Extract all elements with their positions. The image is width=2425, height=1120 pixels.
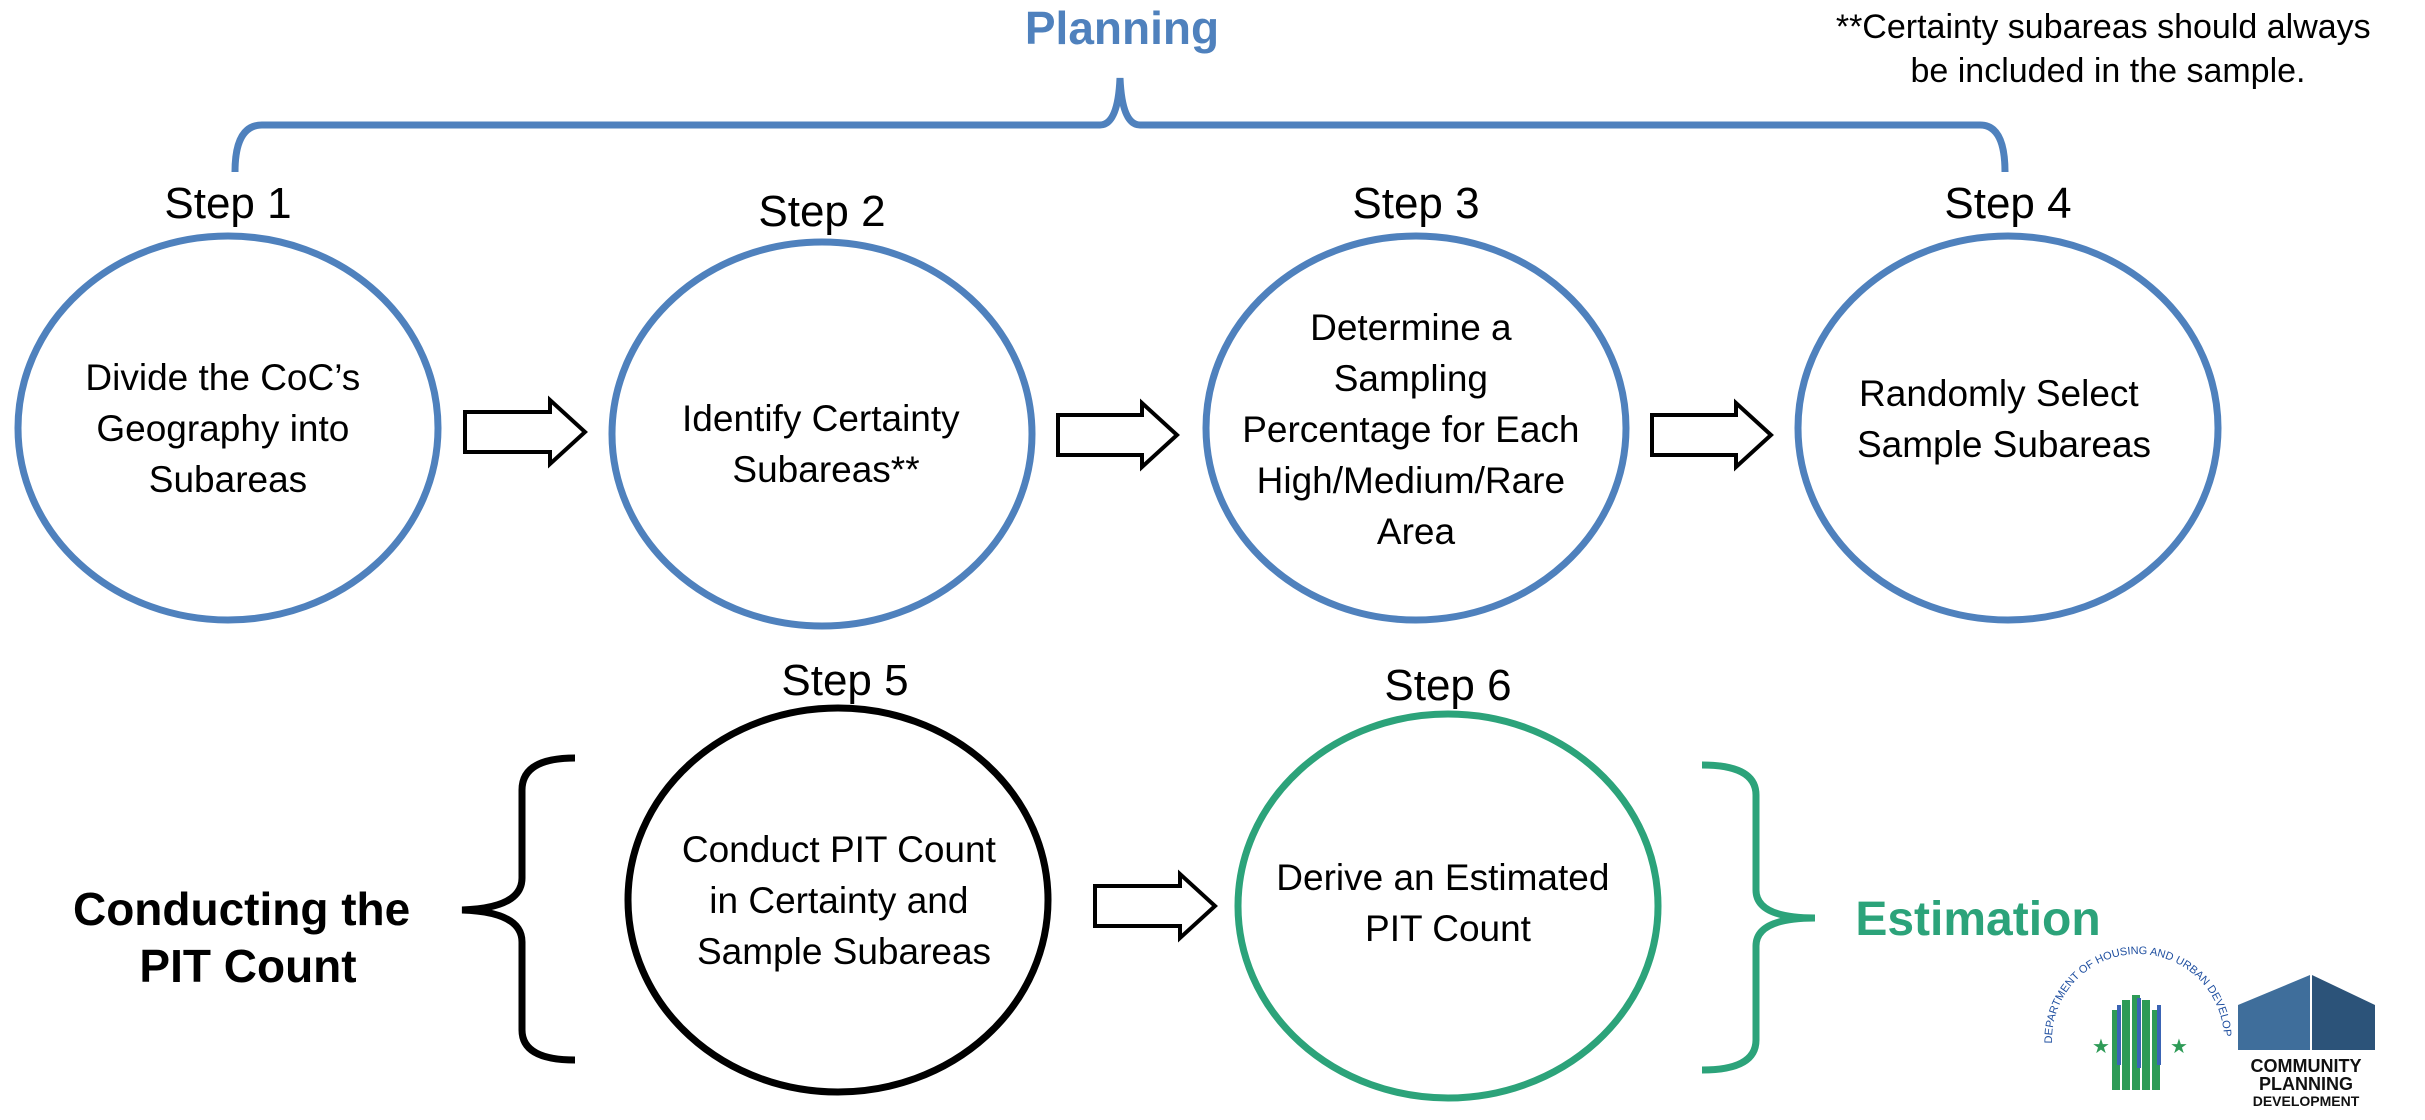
certainty-note: **Certainty subareas should always be in… [1836, 8, 2380, 90]
svg-text:DEVELOPMENT: DEVELOPMENT [2253, 1093, 2360, 1109]
estimation-phase-label: Estimation [1855, 893, 2100, 946]
step-6-label: Step 6 [1384, 661, 1511, 710]
step-1-circle [14, 232, 442, 624]
step-3-text: Determine a Sampling Percentage for Each… [1242, 307, 1590, 552]
step-3-circle [1202, 232, 1630, 624]
planning-phase-title: Planning [1025, 2, 1219, 54]
arrow-step1-to-step2 [463, 395, 588, 469]
step-5-text: Conduct PIT Count in Certainty and Sampl… [682, 829, 1006, 972]
cpd-logo: COMMUNITY PLANNING DEVELOPMENT [2238, 975, 2375, 1109]
conducting-curly-brace [461, 754, 576, 1064]
planning-curly-brace [231, 77, 2009, 173]
svg-text:PLANNING: PLANNING [2259, 1074, 2353, 1094]
conducting-phase-label: Conducting the PIT Count [73, 883, 423, 992]
arrow-step2-to-step3 [1056, 398, 1180, 472]
arrow-step3-to-step4 [1650, 398, 1774, 472]
svg-text:COMMUNITY: COMMUNITY [2251, 1056, 2362, 1076]
step-4-text: Randomly Select Sample Subareas [1857, 373, 2151, 465]
step-5-label: Step 5 [781, 656, 908, 705]
step-2-label: Step 2 [758, 187, 885, 236]
step-2-circle [608, 238, 1036, 630]
step-4-label: Step 4 [1944, 179, 2071, 228]
svg-text:★: ★ [2170, 1036, 2188, 1058]
step-5-circle [624, 704, 1052, 1096]
step-4-circle [1794, 232, 2222, 624]
step-6-circle [1234, 710, 1662, 1102]
estimation-curly-brace [1701, 761, 1816, 1074]
step-2-text: Identify Certainty Subareas** [682, 398, 970, 490]
step-6-text: Derive an Estimated PIT Count [1276, 857, 1619, 949]
svg-text:★: ★ [2092, 1036, 2110, 1058]
step-1-text: Divide the CoC’s Geography into Subareas [85, 357, 370, 500]
step-1-label: Step 1 [164, 179, 291, 228]
arrow-step5-to-step6 [1093, 869, 1218, 943]
step-3-label: Step 3 [1352, 179, 1479, 228]
